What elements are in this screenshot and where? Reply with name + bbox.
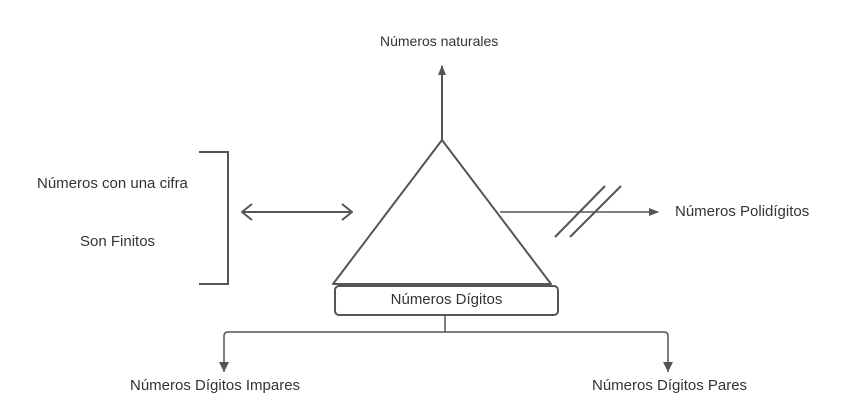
label-impares: Números Dígitos Impares bbox=[130, 377, 301, 394]
double-arrow bbox=[241, 203, 353, 221]
label-numeros-naturales: Números naturales bbox=[380, 33, 499, 49]
label-son-finitos: Son Finitos bbox=[80, 233, 156, 250]
slash-1 bbox=[554, 185, 606, 238]
label-polidigitos: Números Polidígitos bbox=[675, 203, 810, 220]
digitos-box bbox=[334, 285, 559, 316]
slash-2 bbox=[569, 185, 622, 238]
arrowheads-down bbox=[219, 362, 673, 372]
bracket bbox=[199, 151, 229, 285]
triangle-shape bbox=[332, 139, 552, 285]
label-numeros-digitos: Números Dígitos bbox=[390, 291, 503, 308]
label-pares: Números Dígitos Pares bbox=[592, 377, 748, 394]
split-connector bbox=[223, 315, 669, 372]
label-una-cifra: Números con una cifra bbox=[37, 175, 188, 192]
